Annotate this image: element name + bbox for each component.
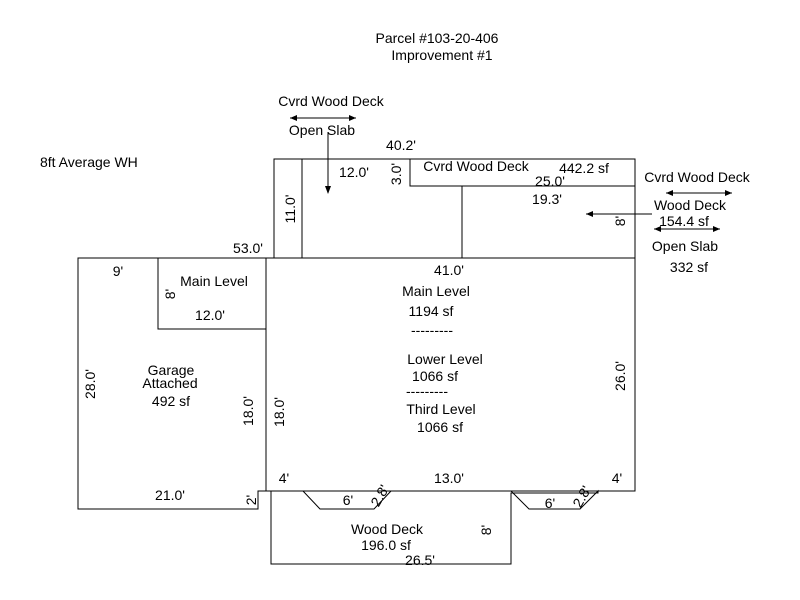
third-level-area: 1066 sf xyxy=(417,419,463,435)
dim-lower-deck-width: 26.5' xyxy=(405,552,435,568)
sketch-outlines xyxy=(77,158,636,565)
third-level-label: Third Level xyxy=(406,401,475,417)
dim-chamfer-right-diag: 2.8' xyxy=(569,483,594,510)
dim-garage-top: 9' xyxy=(113,263,123,279)
lower-deck-area: 196.0 sf xyxy=(361,537,411,553)
main-level-bump-label: Main Level xyxy=(180,273,248,289)
lower-level-area: 1066 sf xyxy=(412,368,458,384)
dim-lower-deck-depth: 8' xyxy=(478,525,494,535)
upper-deck-notch xyxy=(409,159,635,187)
lower-level-label: Lower Level xyxy=(407,351,483,367)
dim-bottom-left-jog: 4' xyxy=(279,470,289,486)
callout-right-line3: 154.4 sf xyxy=(659,213,709,229)
callout-top-left-line2: Open Slab xyxy=(289,122,355,138)
dim-garage-inner-depth: 18.0' xyxy=(240,396,256,426)
main-level-label: Main Level xyxy=(402,283,470,299)
arrow-head-icon xyxy=(725,190,732,196)
dim-deck-depth-small: 3.0' xyxy=(388,163,404,185)
dim-garage-step: 2' xyxy=(243,495,259,505)
upper-deck-label: Cvrd Wood Deck xyxy=(423,158,530,174)
callout-arrows xyxy=(290,115,732,232)
lower-wood-deck-outline xyxy=(270,489,599,565)
callout-right-line2: Wood Deck xyxy=(654,197,727,213)
callout-top-left-line1: Cvrd Wood Deck xyxy=(278,93,385,109)
dim-chamfer-left-diag: 2.8' xyxy=(367,482,392,509)
dim-bottom-right-jog: 4' xyxy=(612,470,622,486)
level-separator: --------- xyxy=(406,383,448,399)
level-separator: --------- xyxy=(411,322,453,338)
arrow-head-icon xyxy=(666,190,673,196)
wall-height-note: 8ft Average WH xyxy=(40,154,138,170)
arrow-head-icon xyxy=(325,186,331,194)
dim-deck-left-width: 12.0' xyxy=(339,164,369,180)
arrow-head-icon xyxy=(713,226,720,232)
dim-bump-width: 12.0' xyxy=(195,307,225,323)
improvement-title: Improvement #1 xyxy=(391,47,492,63)
callout-right-line4: Open Slab xyxy=(652,238,718,254)
upper-deck-outline xyxy=(273,158,636,259)
dim-bump-depth: 8' xyxy=(162,289,178,299)
main-level-area: 1194 sf xyxy=(409,303,454,319)
dim-deck-right-width: 25.0' xyxy=(535,173,565,189)
dim-bottom-center: 13.0' xyxy=(434,470,464,486)
callout-right-line5: 332 sf xyxy=(670,259,708,275)
arrow-head-icon xyxy=(349,115,356,121)
parcel-title: Parcel #103-20-406 xyxy=(376,30,499,46)
dim-deck-inner-width: 19.3' xyxy=(532,191,562,207)
dim-garage-depth: 28.0' xyxy=(82,369,98,399)
dim-garage-bottom: 21.0' xyxy=(155,487,185,503)
dim-deck-right-depth: 8' xyxy=(612,216,628,226)
dim-chamfer-right-run: 6' xyxy=(545,495,555,511)
garage-label: Garage xyxy=(148,362,195,378)
arrow-head-icon xyxy=(654,226,661,232)
garage-area: 492 sf xyxy=(152,393,190,409)
dim-house-top: 41.0' xyxy=(434,262,464,278)
arrow-head-icon xyxy=(586,211,593,217)
dim-deck-left-depth: 11.0' xyxy=(282,195,298,224)
upper-deck-area: 442.2 sf xyxy=(559,160,609,176)
dim-chamfer-left-run: 6' xyxy=(343,492,353,508)
lower-deck-label: Wood Deck xyxy=(351,521,424,537)
garage-attached-label: Attached xyxy=(142,375,197,391)
dim-upper-left-run: 53.0' xyxy=(233,240,263,256)
arrow-head-icon xyxy=(290,115,297,121)
main-level-bump-outline xyxy=(157,257,267,330)
dim-house-right-depth: 26.0' xyxy=(612,361,628,391)
dim-house-left-depth: 18.0' xyxy=(271,397,287,427)
dim-top-width: 40.2' xyxy=(386,137,416,153)
callout-right-line1: Cvrd Wood Deck xyxy=(644,169,751,185)
